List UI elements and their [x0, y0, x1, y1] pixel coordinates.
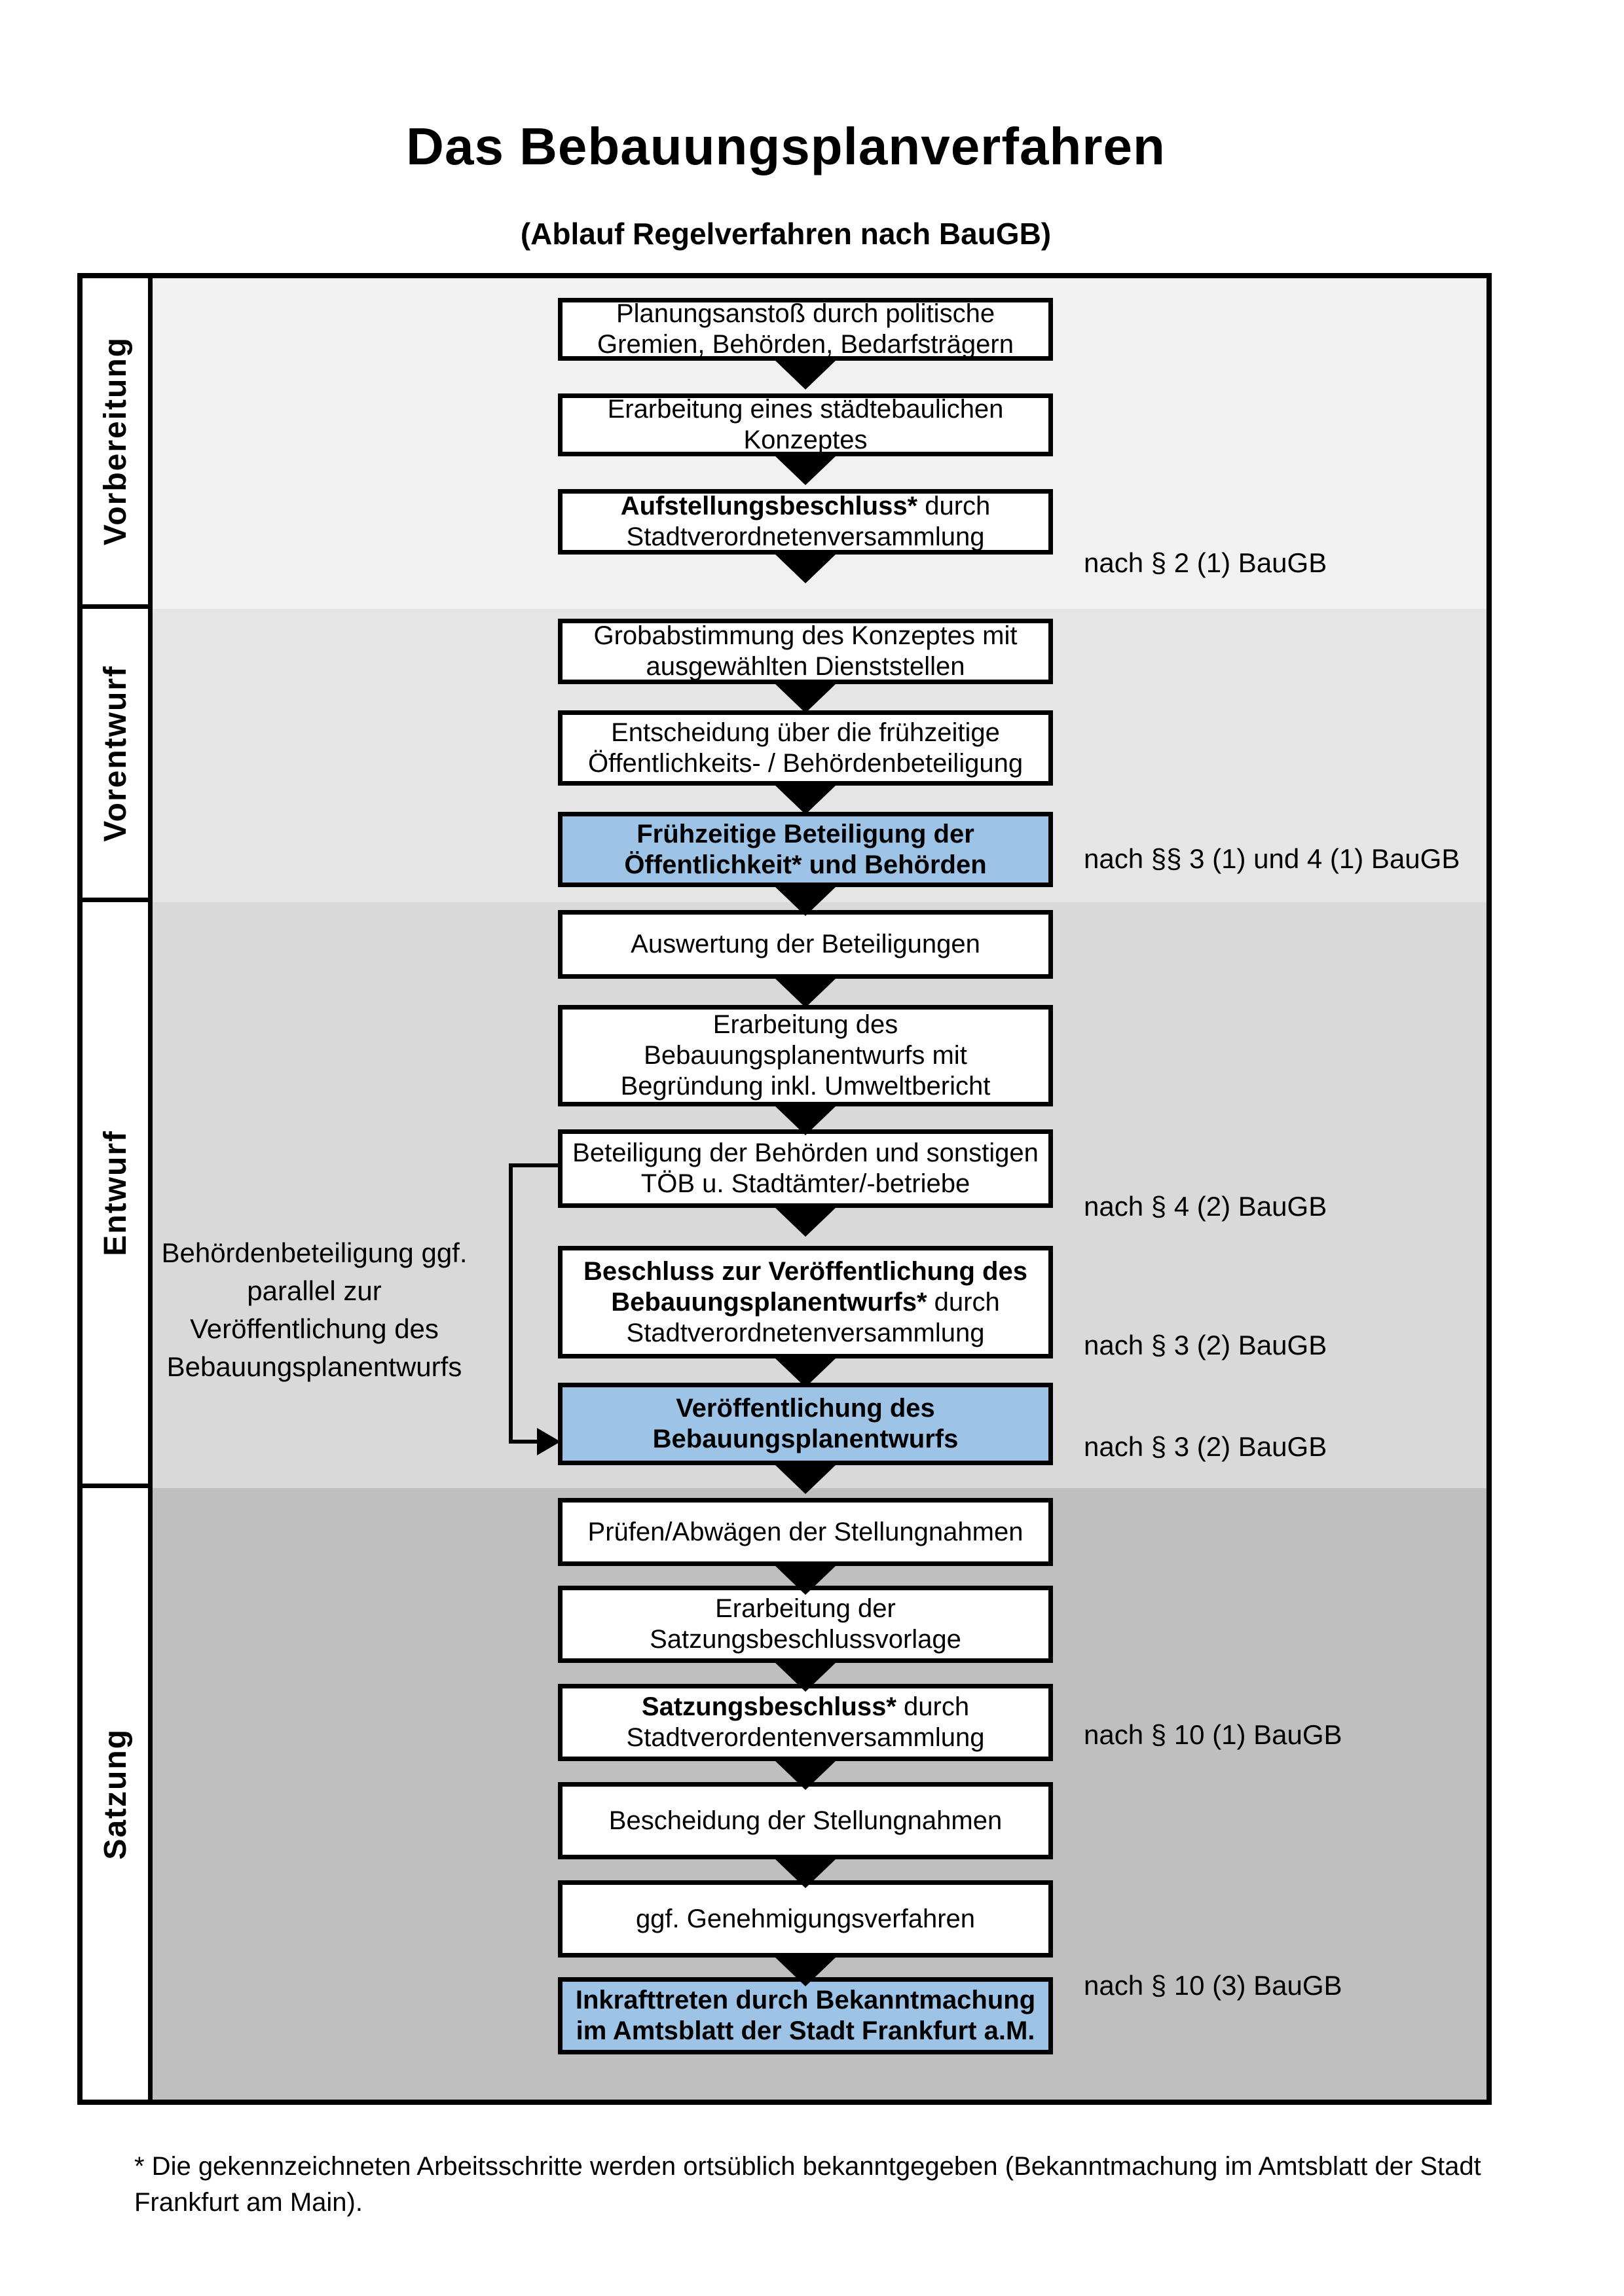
step-label: Entscheidung über die frühzeitige Öffent… [587, 718, 1024, 778]
step-label: Bescheidung der Stellungnahmen [608, 1806, 1003, 1835]
flow-arrow-down-icon [774, 1105, 837, 1135]
step-inkrafttreten: Inkrafttreten durch Bekanntmachung im Am… [558, 1977, 1053, 2054]
step-label: Aufstellungsbeschluss* durch Stadtverord… [620, 492, 991, 551]
flow-arrow-down-icon [774, 1956, 837, 1986]
parallel-connector-top-line [509, 1163, 561, 1167]
step-entscheidung-beteiligung: Entscheidung über die frühzeitige Öffent… [558, 710, 1053, 786]
legal-ref-veroeffentlichungs-beschluss: nach § 3 (2) BauGB [1084, 1330, 1327, 1360]
flow-arrow-down-icon [774, 683, 837, 713]
step-label: Beschluss zur Veröffentlichung des Bebau… [583, 1256, 1027, 1347]
flow-arrow-down-icon [774, 1760, 837, 1790]
flow-arrow-down-icon [774, 1662, 837, 1692]
step-veroeffentlichungs-beschluss: Beschluss zur Veröffentlichung des Bebau… [558, 1246, 1053, 1358]
parallel-connector-bottom-line [509, 1440, 540, 1444]
step-label: ggf. Genehmigungsverfahren [635, 1904, 976, 1933]
step-aufstellungsbeschluss: Aufstellungsbeschluss* durch Stadtverord… [558, 489, 1053, 555]
step-satzungsvorlage: Erarbeitung der Satzungsbeschlussvorlage [558, 1586, 1053, 1663]
phase-label-vorbereitung: Vorbereitung [83, 278, 148, 609]
step-label: Veröffentlichung des Bebauungsplanentwur… [652, 1394, 959, 1453]
step-label: Prüfen/Abwägen der Stellungnahmen [587, 1517, 1024, 1546]
flow-arrow-down-icon [774, 1858, 837, 1888]
step-label: Beteiligung der Behörden und sonstigen T… [572, 1139, 1039, 1198]
flow-arrow-down-icon [774, 1357, 837, 1387]
flow-arrow-down-icon [774, 455, 837, 485]
step-label: Frühzeitige Beteiligung der Öffentlichke… [624, 819, 987, 879]
legal-ref-fruehzeitige-beteiligung: nach §§ 3 (1) und 4 (1) BauGB [1084, 843, 1460, 874]
flow-arrow-down-icon [774, 1464, 837, 1494]
legal-ref-inkrafttreten: nach § 10 (3) BauGB [1084, 1970, 1342, 2001]
parallel-connector-vertical-line [509, 1163, 513, 1444]
step-bescheidung: Bescheidung der Stellungnahmen [558, 1782, 1053, 1859]
step-planungsanstoss: Planungsanstoß durch politische Gremien,… [558, 298, 1053, 361]
flow-arrow-down-icon [774, 886, 837, 916]
phase-label-vorentwurf: Vorentwurf [83, 609, 148, 902]
step-satzungsbeschluss: Satzungsbeschluss* durch Stadtverordente… [558, 1684, 1053, 1761]
legal-ref-satzungsbeschluss: nach § 10 (1) BauGB [1084, 1719, 1342, 1750]
flow-arrow-down-icon [774, 359, 837, 390]
legal-ref-aufstellungsbeschluss: nach § 2 (1) BauGB [1084, 547, 1327, 578]
page-subtitle: (Ablauf Regelverfahren nach BauGB) [520, 217, 1052, 251]
flow-arrow-down-icon [774, 553, 837, 583]
parallel-procedure-note: Behördenbeteiligung ggf. parallel zur Ve… [161, 1237, 468, 1382]
step-veroeffentlichung: Veröffentlichung des Bebauungsplanentwur… [558, 1383, 1053, 1465]
step-auswertung-beteiligungen: Auswertung der Beteiligungen [558, 910, 1053, 979]
footnote: * Die gekennzeichneten Arbeitsschritte w… [134, 2152, 1481, 2217]
flow-arrow-down-icon [774, 1207, 837, 1237]
step-label: Erarbeitung des Bebauungsplanentwurfs mi… [620, 1010, 991, 1101]
legal-ref-veroeffentlichung: nach § 3 (2) BauGB [1084, 1431, 1327, 1462]
flow-arrow-down-icon [774, 977, 837, 1008]
step-fruehzeitige-beteiligung: Frühzeitige Beteiligung der Öffentlichke… [558, 812, 1053, 887]
step-label: Planungsanstoß durch politische Gremien,… [597, 299, 1014, 359]
flow-arrow-down-icon [774, 784, 837, 814]
page-title: Das Bebauungsplanverfahren [406, 117, 1166, 175]
connector-arrow-right-icon [537, 1428, 561, 1455]
legal-ref-behoerden-beteiligung: nach § 4 (2) BauGB [1084, 1191, 1327, 1222]
phase-label-column: Vorbereitung Vorentwurf Entwurf Satzung [83, 278, 153, 2100]
step-label: Grobabstimmung des Konzeptes mit ausgewä… [593, 621, 1018, 681]
step-label: Auswertung der Beteiligungen [631, 930, 980, 958]
phase-label-entwurf: Entwurf [83, 902, 148, 1488]
phase-label-satzung: Satzung [98, 1728, 133, 1860]
flow-arrow-down-icon [774, 1565, 837, 1595]
step-behoerden-beteiligung: Beteiligung der Behörden und sonstigen T… [558, 1129, 1053, 1208]
step-grobabstimmung: Grobabstimmung des Konzeptes mit ausgewä… [558, 619, 1053, 684]
step-konzept-erarbeitung: Erarbeitung eines städtebaulichen Konzep… [558, 393, 1053, 456]
step-label: Erarbeitung eines städtebaulichen Konzep… [607, 395, 1004, 454]
step-entwurf-erarbeitung: Erarbeitung des Bebauungsplanentwurfs mi… [558, 1005, 1053, 1106]
step-genehmigungsverfahren: ggf. Genehmigungsverfahren [558, 1880, 1053, 1958]
step-pruefen-abwaegen: Prüfen/Abwägen der Stellungnahmen [558, 1498, 1053, 1566]
step-label: Erarbeitung der Satzungsbeschlussvorlage [650, 1594, 961, 1654]
step-label: Inkrafttreten durch Bekanntmachung im Am… [575, 1986, 1036, 2045]
step-label: Satzungsbeschluss* durch Stadtverordente… [626, 1692, 985, 1752]
